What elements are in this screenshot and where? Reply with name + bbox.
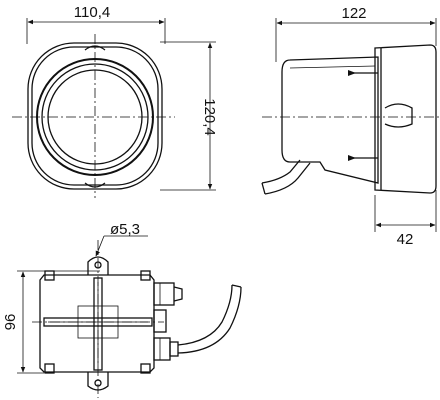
side-cable-bottom <box>264 162 311 195</box>
side-screw-bottom-head <box>348 155 356 161</box>
bottom-gland-base <box>153 309 167 333</box>
bottom-top-tab <box>87 256 109 275</box>
side-screw-top-head <box>348 70 356 76</box>
front-height-label: 120,4 <box>201 98 218 136</box>
bottom-gland-nut <box>169 341 179 357</box>
bottom-cable-lower <box>177 286 242 354</box>
front-width-label: 110,4 <box>74 4 110 21</box>
side-view: 122 42 <box>261 5 440 248</box>
front-view: 110,4 120,4 <box>12 4 218 198</box>
hole-diameter-label: ø5,3 <box>110 221 140 238</box>
bottom-cable-end <box>231 284 242 288</box>
side-housing-edge <box>289 65 376 69</box>
side-cable-end <box>261 182 266 195</box>
bottom-connector-upper-cap <box>173 286 183 302</box>
bottom-gland-body <box>153 337 171 361</box>
bottom-cable-upper <box>177 284 233 346</box>
side-cable-top <box>261 159 301 184</box>
bottom-connector-upper <box>153 282 175 306</box>
front-top-tab <box>84 45 106 51</box>
bottom-corner-tr <box>140 270 151 281</box>
bottom-housing <box>39 274 155 373</box>
side-bezel <box>374 44 437 194</box>
bottom-corner-tl <box>44 270 55 281</box>
bottom-view: ø5,3 96 <box>2 221 242 398</box>
side-depth-label: 122 <box>341 5 366 22</box>
side-housing-body <box>281 56 379 184</box>
hole-diameter-leader <box>95 235 105 257</box>
side-flange-label: 42 <box>397 231 414 248</box>
bottom-height-label: 96 <box>2 314 19 331</box>
bottom-corner-br <box>140 363 151 374</box>
bottom-corner-bl <box>44 363 55 374</box>
side-clip <box>384 103 413 128</box>
